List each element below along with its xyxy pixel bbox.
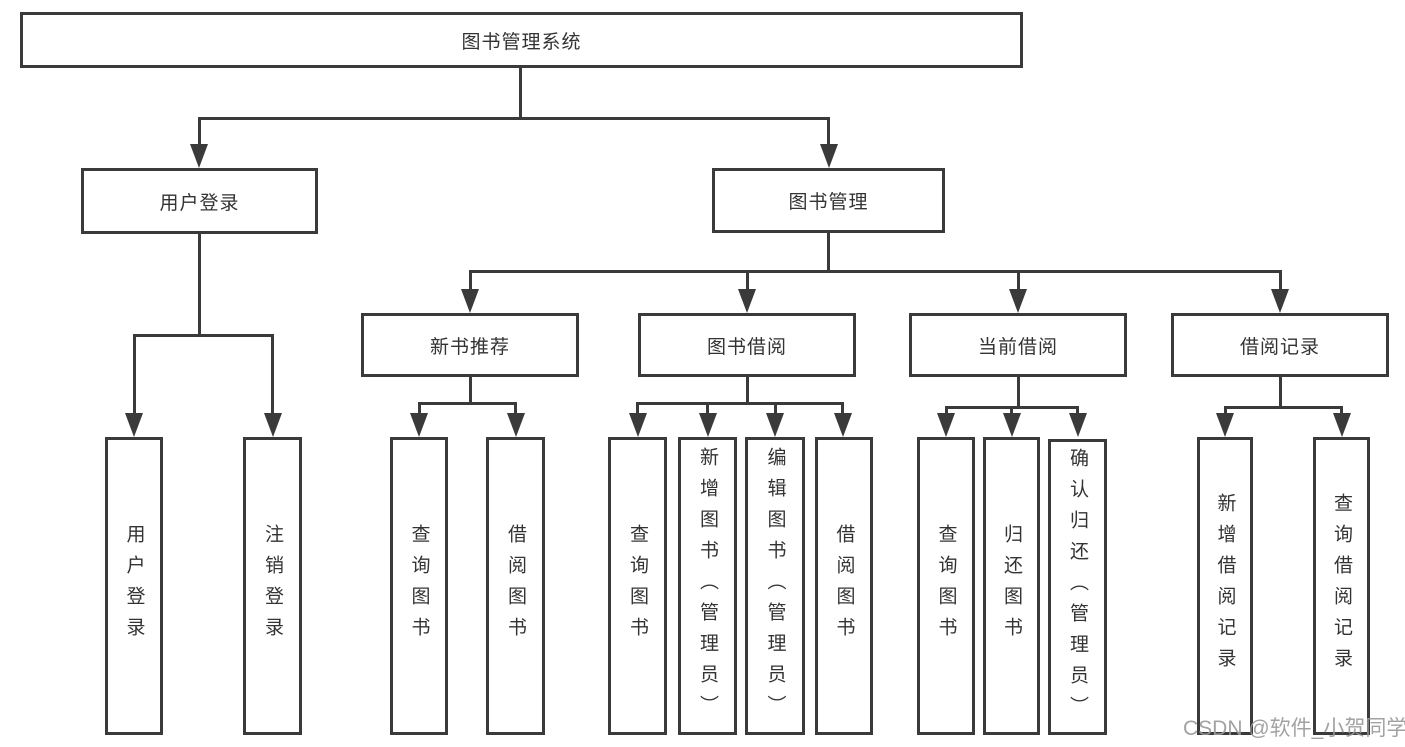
connector-shaft [636,402,639,416]
connector-shaft [773,402,777,416]
leaf-query-book-borrow: 查询图书 [608,437,667,735]
arrow-down-icon [1332,413,1351,437]
connector-shaft [1340,406,1343,416]
connector-shaft [1223,406,1227,416]
leaf-add-book-admin-label: 新增图书（管理员） [697,446,718,726]
connector-shaft [1016,270,1020,293]
connector-shaft [745,270,749,293]
leaf-confirm-return-admin-label: 确认归还（管理员） [1067,447,1088,727]
node-book-management-label: 图书管理 [788,192,869,213]
node-root-label: 图书管理系统 [461,31,582,53]
connector-shaft [132,334,136,416]
connector-shaft [1278,270,1282,293]
leaf-logout: 注销登录 [243,437,302,735]
arrow-down-icon [410,413,428,437]
connector-vertical [1278,376,1282,408]
node-borrow-records-label: 借阅记录 [1239,336,1320,358]
connector-vertical [198,233,201,336]
connector-root-horizontal [197,117,830,120]
node-borrow-records: 借阅记录 [1171,313,1389,377]
leaf-confirm-return-admin: 确认归还（管理员） [1048,439,1107,735]
connector-shaft [417,402,421,416]
arrow-down-icon [1216,413,1234,437]
node-current-borrow-label: 当前借阅 [977,336,1058,358]
connector-shaft [841,402,844,416]
node-user-login: 用户登录 [81,168,318,234]
leaf-query-borrow-record-label: 查询借阅记录 [1331,493,1352,679]
arrow-down-icon [263,413,282,437]
connector-shaft [1076,406,1079,416]
leaf-add-book-admin: 新增图书（管理员） [678,437,737,735]
arrow-down-icon [461,289,479,313]
leaf-query-book-recommend: 查询图书 [390,437,448,735]
connector-shaft [514,402,517,416]
node-current-borrow: 当前借阅 [909,313,1127,377]
connector-shaft [1010,406,1013,416]
arrow-down-icon [766,413,784,437]
node-user-login-label: 用户登录 [159,192,240,214]
connector-shaft [468,270,472,293]
node-new-book-recommend: 新书推荐 [361,313,579,377]
connector-horizontal [1223,406,1342,409]
arrow-down-icon [506,413,525,437]
connector-vertical [745,376,749,404]
leaf-logout-label: 注销登录 [262,524,283,648]
connector-horizontal [636,402,844,405]
leaf-query-book-current: 查询图书 [917,437,975,735]
connector-shaft [271,334,274,416]
arrow-down-icon [1068,413,1087,437]
leaf-add-borrow-record-label: 新增借阅记录 [1214,493,1236,679]
leaf-return-book-label: 归还图书 [1001,524,1022,648]
arrow-down-icon [1271,289,1289,313]
connector-horizontal [468,270,1282,273]
arrow-down-icon [628,413,647,437]
leaf-user-login: 用户登录 [105,437,163,735]
connector-shaft [706,402,709,416]
connector-horizontal [417,402,517,405]
leaf-borrow-book-label: 借阅图书 [833,524,855,648]
node-book-borrow: 图书借阅 [638,313,856,377]
leaf-return-book: 归还图书 [983,437,1040,735]
connector-vertical [1016,376,1020,408]
leaf-add-borrow-record: 新增借阅记录 [1197,437,1253,735]
connector-root-vertical [518,67,522,119]
leaf-query-book-current-label: 查询图书 [935,524,957,648]
arrow-down-icon [125,413,143,437]
connector-horizontal [132,334,274,337]
leaf-edit-book-admin: 编辑图书（管理员） [745,437,805,735]
connector-vertical [468,376,472,404]
leaf-user-login-label: 用户登录 [123,524,145,648]
node-book-borrow-label: 图书借阅 [706,336,787,358]
node-book-management: 图书管理 [712,168,945,233]
connector-shaft [197,117,201,147]
leaf-query-book-recommend-label: 查询图书 [408,524,430,648]
arrow-down-icon [819,144,838,168]
node-new-book-recommend-label: 新书推荐 [429,336,510,358]
connector-shaft [944,406,948,416]
arrow-down-icon [1009,289,1027,313]
arrow-down-icon [937,413,955,437]
arrow-down-icon [833,413,852,437]
leaf-edit-book-admin-label: 编辑图书（管理员） [764,446,786,726]
arrow-down-icon [698,413,717,437]
leaf-query-borrow-record: 查询借阅记录 [1313,437,1370,735]
leaf-borrow-book-recommend-label: 借阅图书 [505,524,526,648]
connector-vertical [827,232,830,272]
arrow-down-icon [190,144,208,168]
node-root: 图书管理系统 [20,12,1023,68]
arrow-down-icon [738,289,756,313]
leaf-borrow-book: 借阅图书 [815,437,873,735]
watermark: CSDN @软件_小贺同学 [1183,717,1405,740]
arrow-down-icon [1002,413,1021,437]
leaf-borrow-book-recommend: 借阅图书 [486,437,545,735]
leaf-query-book-borrow-label: 查询图书 [627,524,648,648]
connector-shaft [827,117,830,147]
